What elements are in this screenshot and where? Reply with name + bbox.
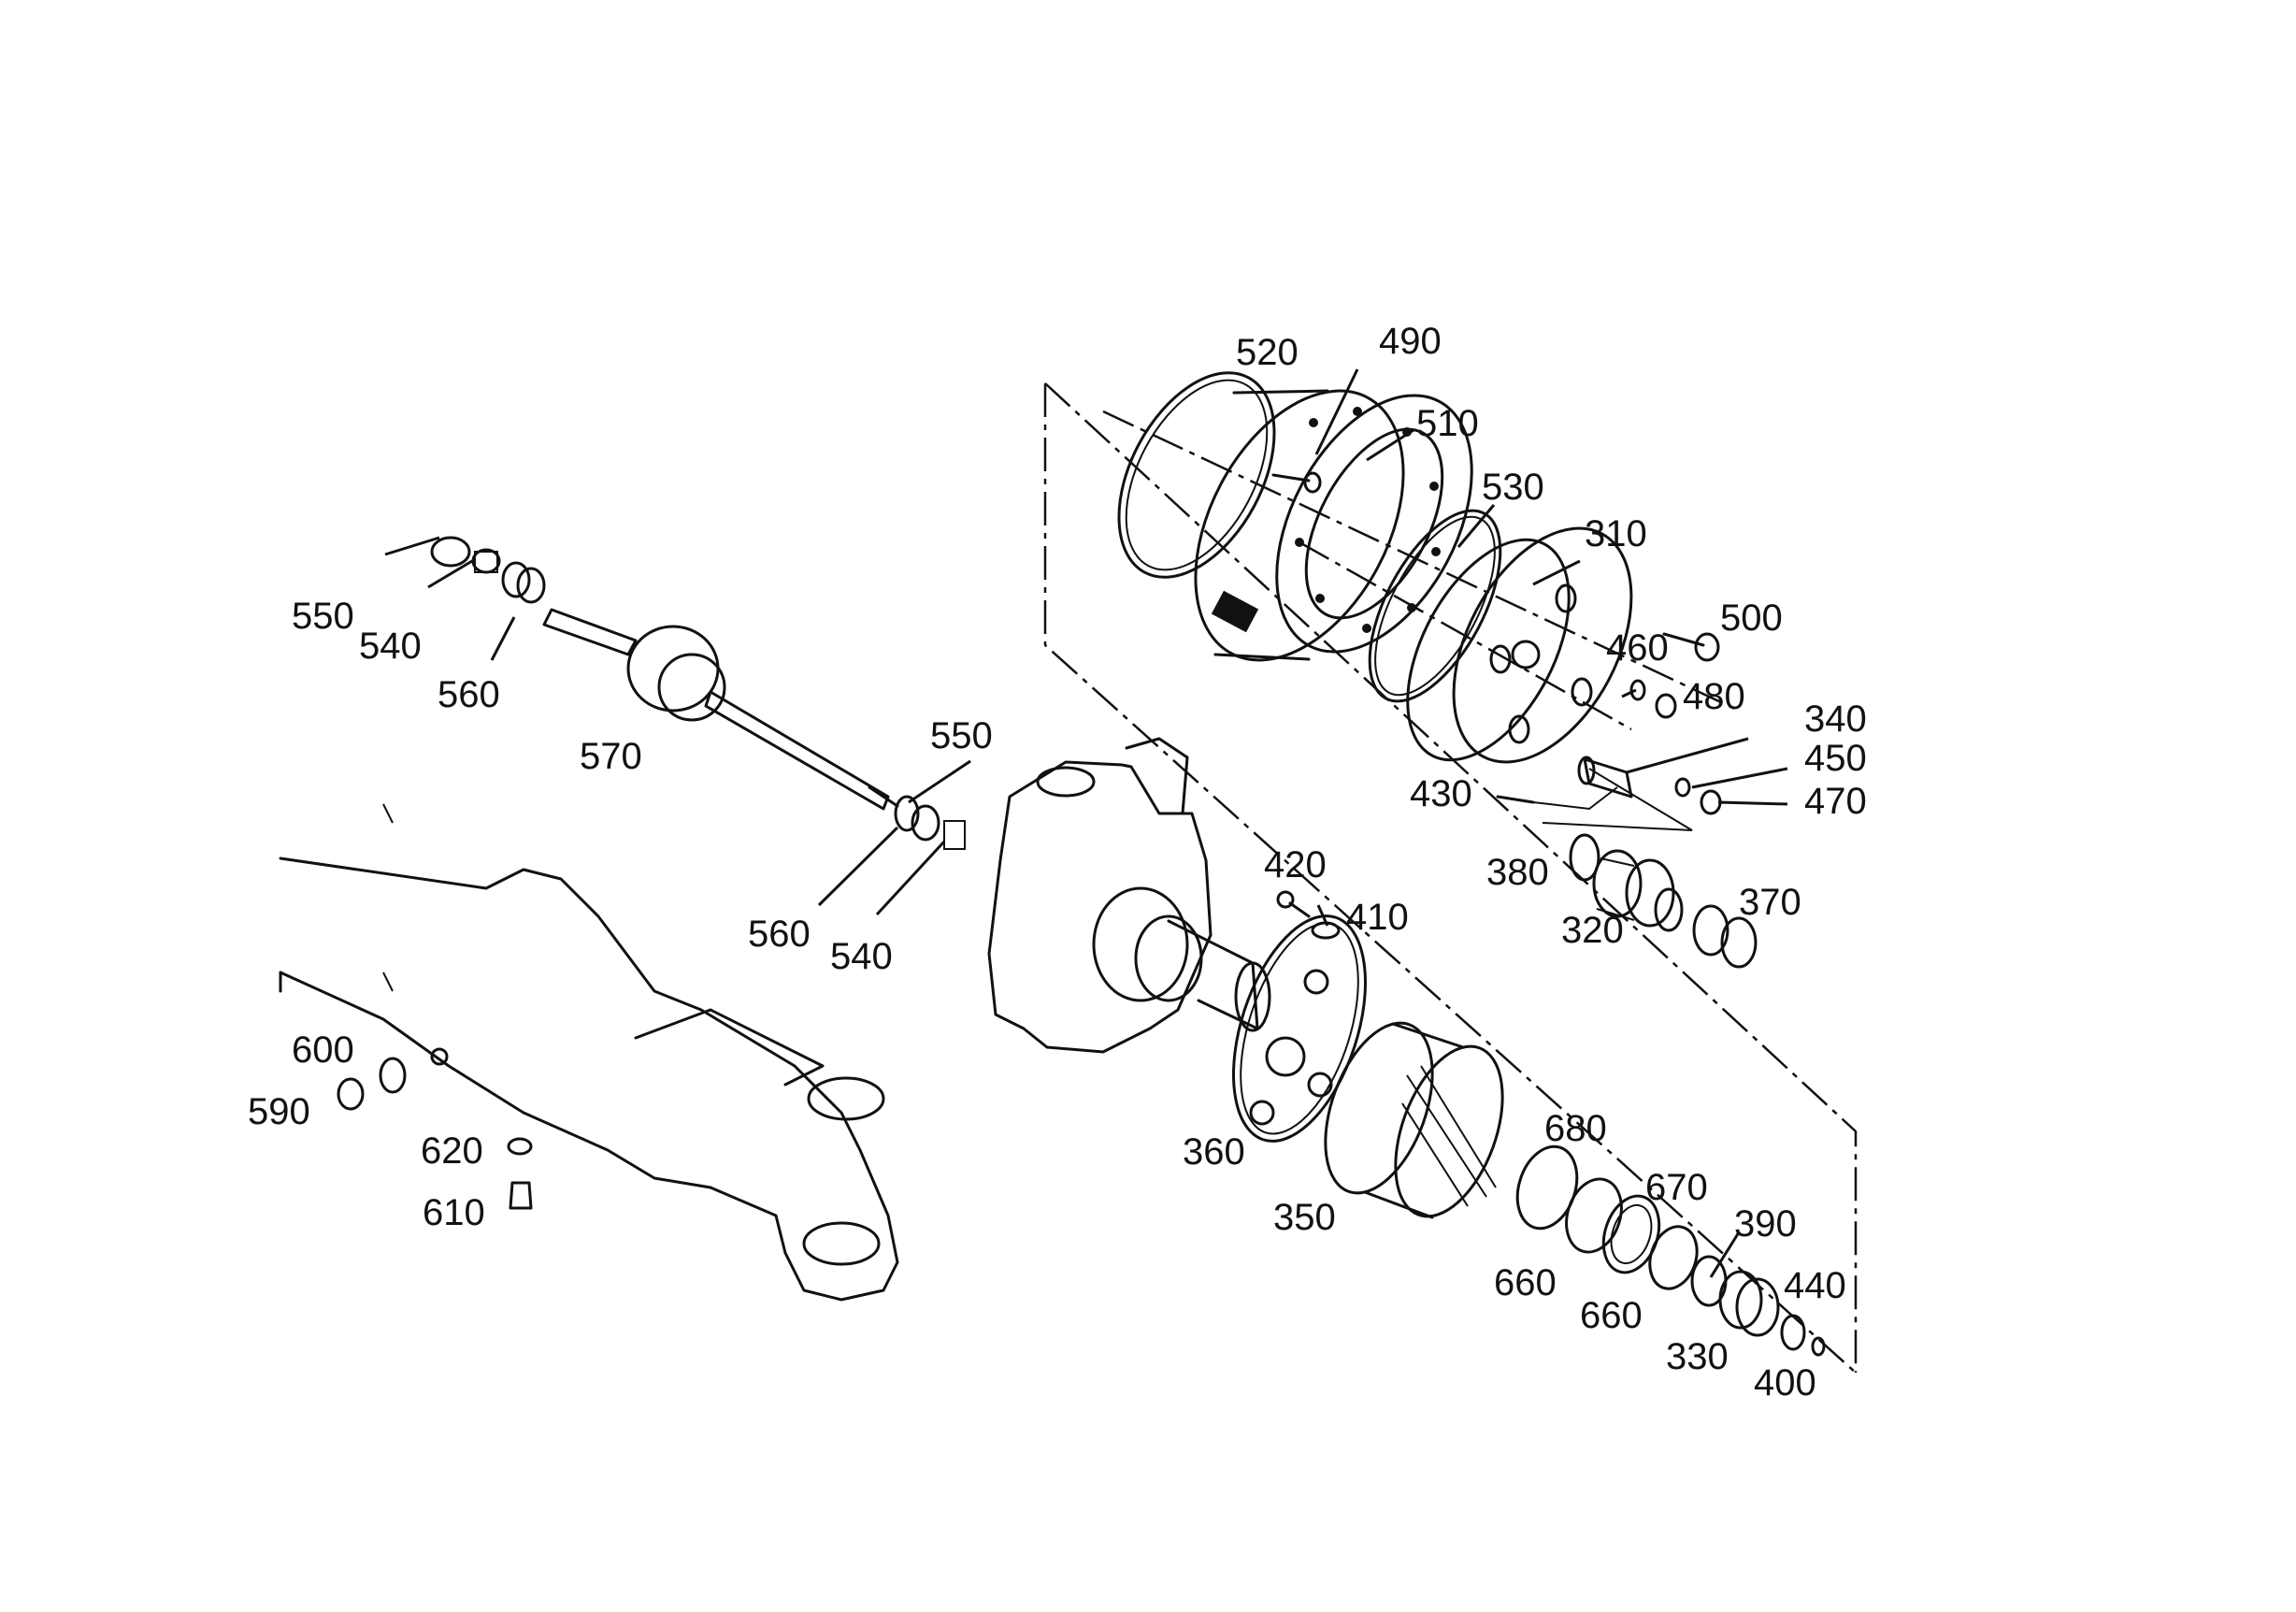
pin-340 <box>1577 756 1633 799</box>
spring-pin-430 <box>1496 768 1693 831</box>
callout-610[interactable]: 610 <box>423 1192 485 1233</box>
assembly-frame <box>1043 382 1858 1374</box>
callout-400[interactable]: 400 <box>1754 1362 1816 1403</box>
ring-gear-360 <box>1232 914 1367 1143</box>
callout-360[interactable]: 360 <box>1183 1131 1245 1173</box>
plug-590 <box>337 1077 365 1111</box>
leader-lines <box>384 368 1788 1278</box>
bolt-500 <box>1662 632 1720 662</box>
screw-480 <box>1655 693 1677 719</box>
callout-390[interactable]: 390 <box>1734 1203 1797 1245</box>
seal-560a <box>501 561 546 604</box>
callout-500[interactable]: 500 <box>1720 597 1783 639</box>
ring-gear-350 <box>1324 1021 1504 1219</box>
washer-620 <box>507 1137 533 1156</box>
callout-labels: 520 490 510 530 310 500 460 480 340 450 … <box>248 321 1867 1403</box>
callout-440[interactable]: 440 <box>1784 1265 1846 1306</box>
planet-gear-320 <box>1592 849 1675 928</box>
callout-530[interactable]: 530 <box>1482 467 1544 508</box>
bolt-490 <box>1271 471 1322 494</box>
seal-600 <box>379 1057 407 1094</box>
steering-knuckle <box>987 737 1271 1054</box>
callout-450[interactable]: 450 <box>1804 738 1867 779</box>
snap-ring-550b <box>894 795 920 832</box>
callout-520[interactable]: 520 <box>1236 332 1299 373</box>
seal-560b <box>911 804 940 842</box>
callout-670[interactable]: 670 <box>1645 1167 1708 1208</box>
callout-540-upper[interactable]: 540 <box>359 626 422 667</box>
screw-470 <box>1700 789 1722 815</box>
axle-housing <box>279 803 899 1302</box>
callout-470[interactable]: 470 <box>1804 781 1867 822</box>
shim-680 <box>1515 1144 1579 1231</box>
lock-nut-660b <box>1648 1225 1699 1290</box>
callout-410[interactable]: 410 <box>1346 897 1409 938</box>
callout-340[interactable]: 340 <box>1804 698 1867 740</box>
callout-660-lower[interactable]: 660 <box>1580 1295 1643 1336</box>
washer-400 <box>1811 1336 1826 1357</box>
o-ring-530 <box>1368 509 1502 703</box>
callout-420[interactable]: 420 <box>1264 844 1327 885</box>
callout-490[interactable]: 490 <box>1379 321 1442 362</box>
callout-320[interactable]: 320 <box>1561 910 1624 951</box>
callout-550-upper[interactable]: 550 <box>292 596 354 637</box>
lock-nut-660a <box>1565 1177 1623 1254</box>
planet-carrier-310 <box>1406 526 1633 764</box>
callout-310[interactable]: 310 <box>1585 513 1647 554</box>
callout-560-lower[interactable]: 560 <box>748 914 811 955</box>
callout-680[interactable]: 680 <box>1544 1108 1607 1149</box>
o-ring-520 <box>1117 371 1276 579</box>
callout-560-upper[interactable]: 560 <box>438 674 500 715</box>
washer-450 <box>1674 777 1691 798</box>
circlip-440 <box>1780 1314 1806 1351</box>
callout-480[interactable]: 480 <box>1683 676 1745 717</box>
bearing-330 <box>1718 1270 1780 1337</box>
callout-460[interactable]: 460 <box>1606 627 1669 669</box>
snap-ring-550a <box>430 536 471 568</box>
washer-460 <box>1629 679 1646 701</box>
callout-430[interactable]: 430 <box>1410 773 1472 814</box>
callout-600[interactable]: 600 <box>292 1029 354 1071</box>
needle-bearing-540a <box>471 548 501 574</box>
callout-350[interactable]: 350 <box>1273 1197 1336 1238</box>
callout-330[interactable]: 330 <box>1666 1336 1729 1377</box>
callout-370[interactable]: 370 <box>1739 882 1801 923</box>
callout-660-upper[interactable]: 660 <box>1494 1262 1557 1303</box>
callout-540-lower[interactable]: 540 <box>830 936 893 977</box>
thrust-washer-380 <box>1569 833 1600 882</box>
callout-570[interactable]: 570 <box>580 736 642 777</box>
washer-370a <box>1654 887 1684 932</box>
callout-380[interactable]: 380 <box>1486 852 1549 893</box>
callout-590[interactable]: 590 <box>248 1091 310 1132</box>
callout-510[interactable]: 510 <box>1416 403 1479 444</box>
grease-nipple-420 <box>1276 890 1311 918</box>
callout-620[interactable]: 620 <box>421 1130 483 1172</box>
plug-610 <box>509 1181 533 1210</box>
callout-550-lower[interactable]: 550 <box>930 715 993 756</box>
needle-bearing-540b <box>943 820 966 850</box>
universal-shaft-570 <box>542 608 899 811</box>
roller-bearing-370 <box>1692 904 1758 969</box>
